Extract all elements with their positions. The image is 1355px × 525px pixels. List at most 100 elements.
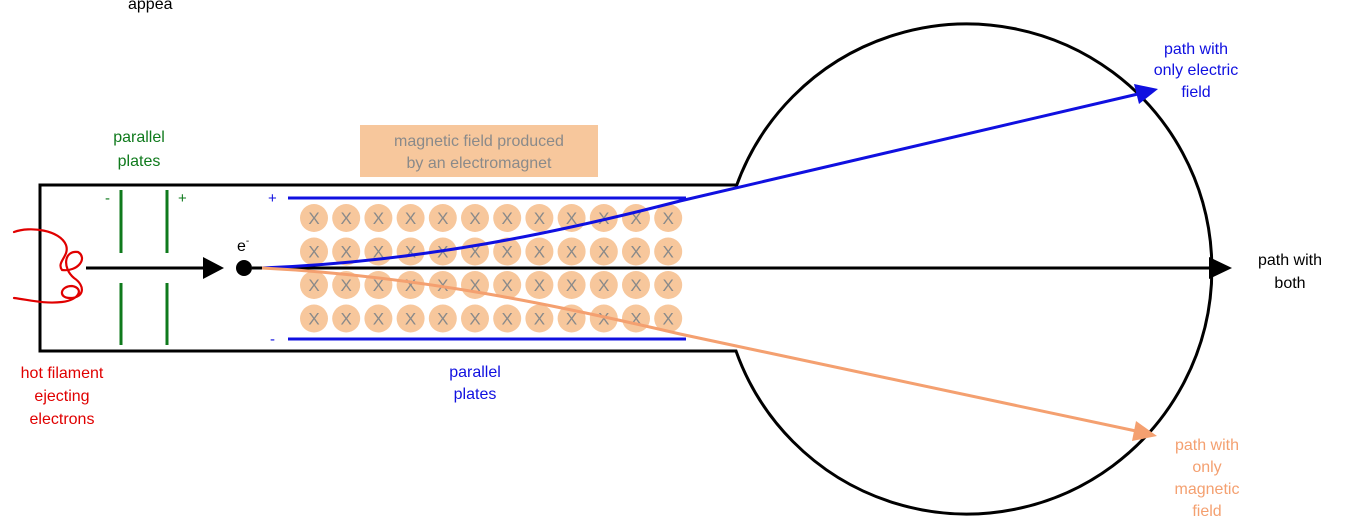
- magnetic-field-circle: [557, 271, 586, 299]
- magnetic-field-x-marker: X: [566, 243, 577, 262]
- magnetic-field-circle: [300, 237, 328, 266]
- magnetic-field-label-line1: magnetic field produced: [394, 133, 564, 150]
- electron-dot: [236, 260, 252, 276]
- magnetic-field-circle: [396, 237, 425, 266]
- magnetic-field-x-marker: X: [341, 276, 352, 295]
- magnetic-field-x-marker: X: [469, 310, 480, 329]
- magnetic-field-x-marker: X: [534, 310, 545, 329]
- magnetic-field-circle: [622, 271, 650, 299]
- path-magnetic-arrowhead: [1132, 421, 1157, 441]
- magnetic-field-x-marker: X: [502, 276, 513, 295]
- magnetic-field-x-marker: X: [566, 310, 577, 329]
- magnetic-field-circle: [493, 304, 522, 333]
- green-plates-label-line1: parallel: [113, 129, 165, 146]
- magnetic-field-label-bg: [360, 125, 598, 177]
- magnetic-field-x-marker: X: [405, 310, 416, 329]
- magnetic-field-circle: [493, 237, 522, 266]
- magnetic-field-x-marker: X: [534, 276, 545, 295]
- magnetic-field-x-marker: X: [630, 209, 641, 228]
- path-electric-arrowhead: [1134, 84, 1158, 104]
- blue-plates-label-line1: parallel: [449, 364, 501, 381]
- magnetic-field-x-marker: X: [405, 243, 416, 262]
- magnetic-field-circle: [525, 271, 554, 299]
- magnetic-path-label-line4: field: [1192, 503, 1221, 520]
- magnetic-field-circle: [589, 204, 618, 232]
- magnetic-field-x-marker: X: [630, 276, 641, 295]
- magnetic-field-circle: [493, 271, 522, 299]
- magnetic-field-circle: [332, 204, 361, 232]
- filament-label-line3: electrons: [30, 411, 95, 428]
- magnetic-field-circle: [428, 304, 457, 333]
- magnetic-field-x-marker: X: [469, 276, 480, 295]
- magnetic-field-x-marker: X: [308, 276, 319, 295]
- magnetic-field-x-marker: X: [502, 310, 513, 329]
- magnetic-field-circle: [525, 204, 554, 232]
- magnetic-field-x-marker: X: [663, 276, 674, 295]
- magnetic-field-circle: [396, 204, 425, 232]
- magnetic-path-label-line3: magnetic: [1175, 481, 1240, 498]
- magnetic-field-circle: [525, 237, 554, 266]
- magnetic-field-circle: [589, 304, 618, 333]
- magnetic-field-circle: [332, 304, 361, 333]
- magnetic-field-x-marker: X: [630, 243, 641, 262]
- magnetic-field-circle: [654, 204, 683, 232]
- path-electric-line: [261, 92, 1139, 270]
- magnetic-field-x-marker: X: [663, 209, 674, 228]
- path-magnetic-line: [261, 266, 1137, 433]
- magnetic-field-circle: [364, 304, 393, 333]
- electron-label: e-: [237, 236, 249, 255]
- magnetic-field-x-marker: X: [308, 243, 319, 262]
- magnetic-field-circle: [493, 204, 522, 232]
- magnetic-field-x-marker: X: [469, 243, 480, 262]
- magnetic-field-x-marker: X: [308, 310, 319, 329]
- blue-plus-sign: +: [268, 190, 277, 207]
- green-minus-sign: -: [105, 190, 110, 207]
- both-path-label-line1: path with: [1258, 252, 1322, 269]
- magnetic-field-x-marker: X: [630, 310, 641, 329]
- magnetic-field-x-marker: X: [341, 209, 352, 228]
- magnetic-field-circle: [428, 271, 457, 299]
- filament-label-line1: hot filament: [21, 365, 104, 382]
- magnetic-field-x-marker: X: [405, 276, 416, 295]
- magnetic-field-x-marker: X: [598, 276, 609, 295]
- hot-filament-icon: [12, 228, 84, 304]
- magnetic-path-label-line2: only: [1192, 459, 1221, 476]
- magnetic-field-circle: [589, 271, 618, 299]
- magnetic-field-x-marker: X: [341, 310, 352, 329]
- filament-label-line2: ejecting: [34, 388, 89, 405]
- magnetic-field-x-marker: X: [469, 209, 480, 228]
- green-plates-label-line2: plates: [118, 153, 161, 170]
- magnetic-field-x-marker: X: [405, 209, 416, 228]
- magnetic-field-x-marker: X: [502, 243, 513, 262]
- magnetic-field-x-marker: X: [308, 209, 319, 228]
- magnetic-field-x-marker: X: [534, 243, 545, 262]
- magnetic-field-x-marker: X: [437, 310, 448, 329]
- magnetic-field-x-marker: X: [373, 310, 384, 329]
- magnetic-field-circle: [300, 271, 328, 299]
- magnetic-field-circle: [396, 304, 425, 333]
- magnetic-field-x-marker: X: [566, 209, 577, 228]
- electric-path-label-line2: only electric: [1154, 62, 1238, 79]
- green-plus-sign: +: [178, 190, 187, 207]
- magnetic-field-circle: [461, 204, 489, 232]
- magnetic-field-x-marker: X: [534, 209, 545, 228]
- electric-path-label-line3: field: [1181, 84, 1210, 101]
- magnetic-field-circle: [396, 271, 425, 299]
- magnetic-field-circle: [300, 304, 328, 333]
- blue-minus-sign: -: [270, 331, 275, 348]
- magnetic-field-circle: [525, 304, 554, 333]
- magnetic-field-x-marker: X: [566, 276, 577, 295]
- top-partial-text: appea: [128, 0, 173, 13]
- magnetic-field-circle: [461, 304, 489, 333]
- blue-plates-label-line2: plates: [454, 386, 497, 403]
- magnetic-field-circle: [557, 237, 586, 266]
- magnetic-field-x-marker: X: [502, 209, 513, 228]
- both-path-label-line2: both: [1274, 275, 1305, 292]
- magnetic-field-circle: [654, 304, 683, 333]
- magnetic-field-x-marker: X: [341, 243, 352, 262]
- magnetic-field-circle: [428, 204, 457, 232]
- magnetic-field-x-marker: X: [598, 243, 609, 262]
- magnetic-field-circle: [654, 271, 683, 299]
